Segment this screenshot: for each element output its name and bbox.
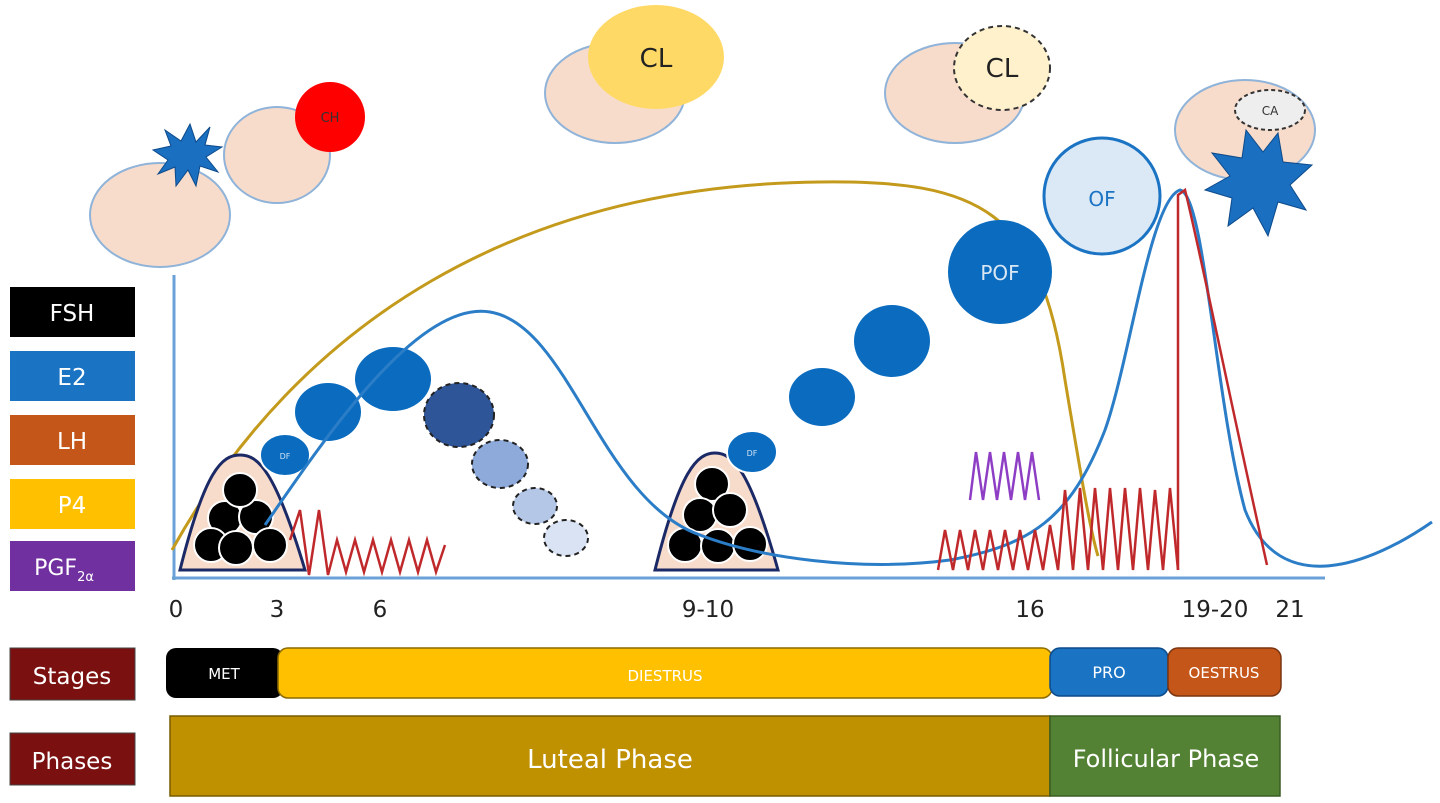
phase-follicular	[1049, 715, 1281, 797]
tick-label-19-20: 19-20	[1182, 597, 1249, 623]
phases-row-label-box	[9, 732, 136, 786]
cl2-label: CL	[986, 54, 1019, 84]
stage-met	[166, 648, 283, 698]
lh-surge	[1176, 187, 1269, 570]
lh-pulses-follicular	[936, 487, 1180, 571]
p4-legend-label: P4	[58, 493, 87, 519]
x-axis-ticks: 0 3 6 9-10 16 19-20 21	[169, 597, 1305, 623]
phase-luteal-label: Luteal Phase	[527, 745, 693, 775]
growing-follicle	[295, 383, 361, 441]
fsh-dot	[218, 530, 254, 566]
lh-pulses-luteal	[288, 509, 447, 577]
tick-label-6: 6	[373, 597, 388, 623]
df1-label: DF	[280, 452, 291, 461]
fsh-dot	[732, 526, 768, 562]
corpus-luteum-2-regressing	[953, 25, 1051, 111]
growing-follicle	[355, 347, 431, 411]
follicle-wave-2: DF POF	[653, 220, 1052, 572]
tick-label-9-10: 9-10	[682, 597, 734, 623]
ca-label: CA	[1262, 104, 1279, 118]
pgf-legend-label: PGF2α	[34, 556, 94, 585]
e2-legend-label: E2	[57, 365, 86, 391]
atretic-follicle	[471, 439, 529, 489]
atretic-follicle	[423, 382, 495, 448]
growing-follicle	[854, 305, 930, 377]
stages-row-label: Stages	[33, 664, 111, 690]
stages-row: Stages MET DIESTRUS PRO OESTRUS	[9, 647, 1282, 701]
fsh-dot	[252, 527, 288, 563]
tick-label-0: 0	[169, 597, 184, 623]
e2-curve	[263, 188, 1433, 568]
tick-label-3: 3	[270, 597, 285, 623]
corpus-albicans	[1234, 89, 1306, 131]
pgf-pulses	[968, 451, 1041, 501]
of-label: OF	[1088, 187, 1115, 211]
atretic-follicle	[512, 487, 558, 525]
p4-legend-swatch	[10, 479, 135, 529]
fsh-dot	[712, 492, 748, 528]
dominant-follicle-1	[259, 433, 311, 477]
ovary-cl1: CL	[544, 5, 724, 144]
cl1-label: CL	[640, 44, 673, 74]
pgf-legend-subscript: 2α	[77, 570, 94, 585]
fsh-legend-swatch	[10, 287, 135, 337]
ch-label: CH	[321, 111, 340, 126]
ovary-ovulation: CH	[89, 82, 365, 268]
fsh-dot	[694, 466, 730, 502]
phase-luteal	[169, 715, 1051, 797]
tick-label-21: 21	[1275, 597, 1304, 623]
tick-label-16: 16	[1015, 597, 1044, 623]
ovulatory-follicle: OF	[1042, 136, 1162, 256]
pof-label: POF	[980, 261, 1019, 285]
stage-pro-label: PRO	[1092, 663, 1125, 682]
phases-row-label: Phases	[32, 749, 113, 775]
of-circle	[1042, 136, 1162, 256]
e2-legend-swatch	[10, 351, 135, 401]
df2-label: DF	[747, 449, 758, 458]
stage-oestrus-label: OESTRUS	[1189, 664, 1260, 682]
ovary-ca: CA	[1174, 79, 1316, 238]
pgf-legend-swatch	[10, 541, 135, 591]
atretic-follicle	[543, 519, 589, 557]
ovary-cl2: CL	[884, 25, 1051, 144]
stages-row-label-box	[9, 647, 136, 701]
fsh-dot	[682, 497, 718, 533]
phase-follicular-label: Follicular Phase	[1073, 745, 1260, 773]
corpus-luteum-1	[588, 5, 724, 109]
ovulation-burst-icon	[151, 122, 224, 188]
stage-oestrus	[1167, 647, 1282, 697]
hormone-legend: FSH E2 LH P4 PGF2α	[10, 287, 135, 591]
lh-legend-label: LH	[57, 429, 87, 455]
fsh-legend-label: FSH	[50, 301, 95, 327]
preovulatory-follicle	[948, 220, 1052, 324]
growing-follicle	[789, 368, 855, 426]
corpus-hemorrhagicum	[295, 82, 365, 152]
follicle-wave-1: DF	[178, 347, 589, 572]
stage-diestrus-label: DIESTRUS	[627, 667, 702, 685]
lh-legend-swatch	[10, 415, 135, 465]
pgf-legend-main: PGF	[34, 556, 77, 581]
fsh-dot	[222, 472, 258, 508]
dominant-follicle-2	[726, 430, 778, 474]
ovary-left	[89, 162, 231, 268]
p4-curve	[170, 180, 1100, 557]
ovulation-burst-icon-2	[1203, 128, 1314, 238]
phases-row: Phases Luteal Phase Follicular Phase	[9, 715, 1281, 797]
stage-met-label: MET	[208, 665, 240, 683]
